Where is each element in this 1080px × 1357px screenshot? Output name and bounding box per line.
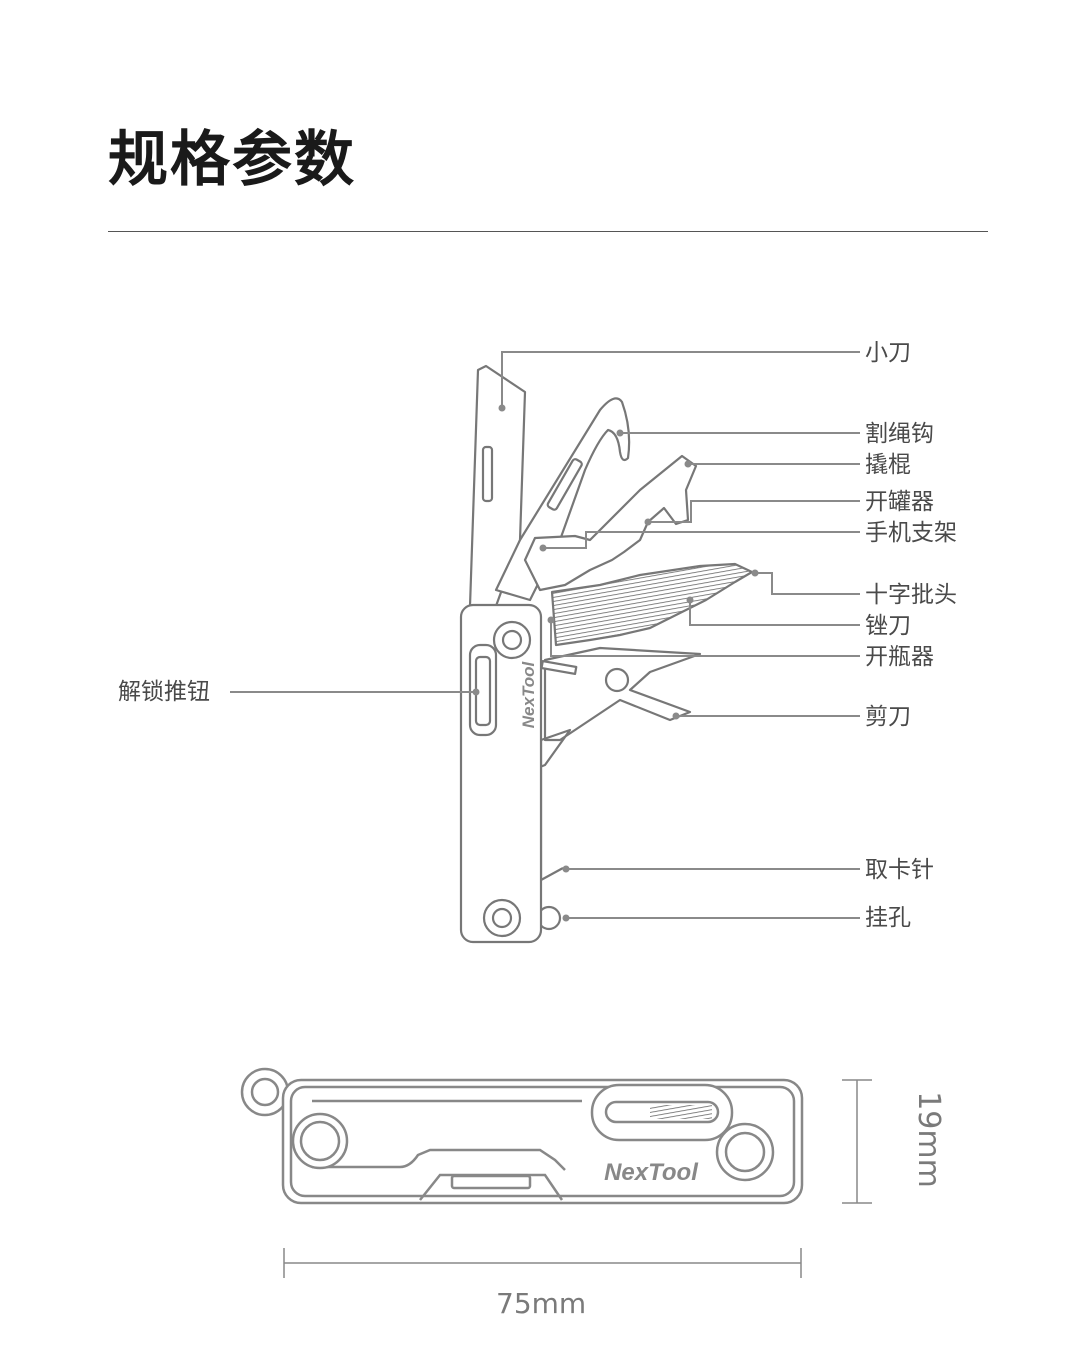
callout-sim-pin: 取卡针: [865, 857, 934, 883]
callout-can-opener: 开罐器: [865, 489, 934, 515]
screw-star-icon: [491, 907, 513, 929]
width-dimension: 75mm: [496, 1287, 587, 1320]
strap-cutter-slot: [546, 458, 583, 511]
callout-strap-cutter: 割绳钩: [865, 421, 934, 447]
callout-phone-stand: 手机支架: [865, 520, 957, 546]
callout-bottle-opener: 开瓶器: [865, 644, 934, 670]
height-dimension: 19mm: [910, 1091, 946, 1188]
brand-vertical: NexTool: [519, 661, 538, 729]
callout-file: 锉刀: [865, 613, 911, 639]
callout-unlock-slider: 解锁推钮: [118, 679, 210, 705]
leader-lines: [230, 351, 860, 919]
scissors: [543, 646, 702, 742]
knife-slot: [481, 445, 494, 503]
dimension-lines: [283, 1079, 872, 1278]
screw-star-icon: [724, 1131, 766, 1173]
screw-star-icon: [501, 629, 523, 651]
file-tool: [550, 562, 754, 647]
brand-horizontal: NexTool: [604, 1159, 699, 1186]
pry-bar: [523, 454, 698, 592]
screw-star-icon: [299, 1120, 341, 1162]
callout-scissors: 剪刀: [865, 704, 911, 730]
sim-pin: [540, 867, 564, 881]
callout-lanyard-hole: 挂孔: [865, 905, 911, 931]
divider: [108, 231, 988, 232]
leader-dots: [472, 404, 759, 922]
closed-view: [240, 1067, 804, 1205]
scissors-pivot: [604, 667, 630, 693]
callout-pry-bar: 撬棍: [865, 452, 911, 478]
page-title: 规格参数: [108, 125, 356, 195]
callout-knife: 小刀: [865, 340, 911, 366]
callout-phillips-bit: 十字批头: [865, 582, 957, 608]
